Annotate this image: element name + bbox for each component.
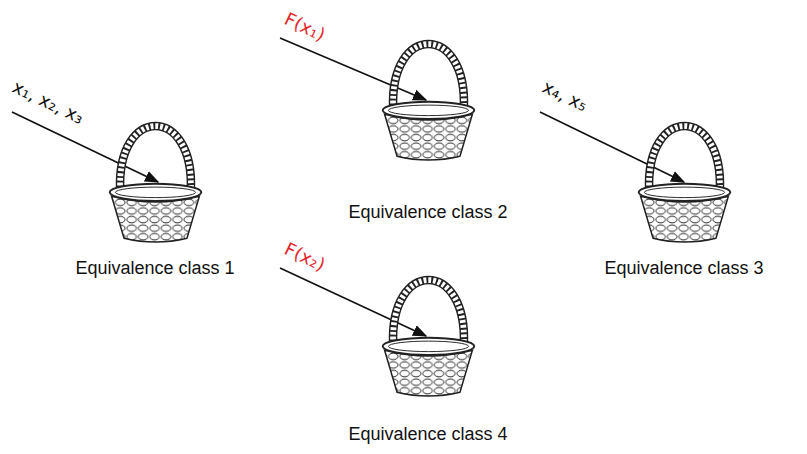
pointer-arrow xyxy=(280,38,426,100)
class-name: Equivalence class 4 xyxy=(348,424,507,446)
basket-picture xyxy=(103,112,208,246)
class-name: Equivalence class 3 xyxy=(604,258,763,280)
basket-picture xyxy=(376,266,481,400)
basket-picture xyxy=(376,30,481,164)
basket-picture xyxy=(632,112,737,246)
element-label: x₄, x₅ xyxy=(537,75,592,117)
class-name: Equivalence class 2 xyxy=(348,202,507,224)
basket-node: Equivalence class 2 xyxy=(344,30,512,224)
basket-node: Equivalence class 1 xyxy=(71,112,239,280)
basket-node: Equivalence class 3 xyxy=(600,112,768,280)
pointer-arrow xyxy=(12,112,158,182)
element-label: x₁, x₂, x₃ xyxy=(7,75,89,129)
basket-node: Equivalence class 4 xyxy=(344,266,512,446)
class-name: Equivalence class 1 xyxy=(75,258,234,280)
pointer-arrow xyxy=(540,112,684,182)
